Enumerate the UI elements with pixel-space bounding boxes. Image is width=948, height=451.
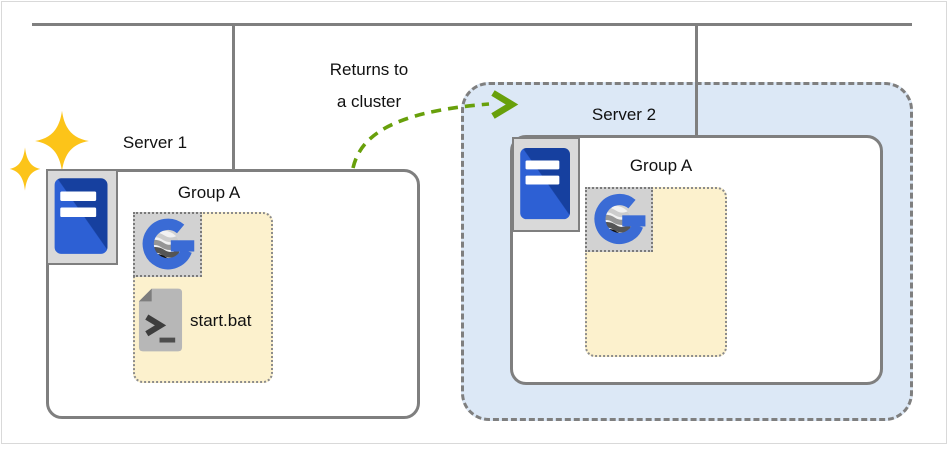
server2-group-label: Group A	[629, 156, 693, 175]
sparkle-large	[35, 110, 89, 172]
server2-connector-line	[695, 23, 698, 136]
server1-group-label: Group A	[177, 183, 241, 202]
server-slot-1	[525, 160, 560, 170]
batch-file-fold	[138, 288, 152, 302]
annotation-line1: Returns to	[329, 60, 409, 79]
network-bus-line	[32, 23, 912, 26]
g-logo-bar	[622, 215, 646, 227]
sparkle-small	[9, 147, 41, 191]
batch-file-page	[138, 288, 183, 352]
app-g-logo-icon	[133, 212, 202, 277]
server1-connector-line	[232, 23, 235, 170]
server-slot-2	[60, 207, 97, 217]
server-tower-icon	[46, 169, 118, 265]
server-tower-icon	[512, 137, 580, 232]
sparkles-icon	[8, 105, 100, 197]
server1-label: Server 1	[122, 133, 188, 152]
server-slot-2	[525, 175, 560, 185]
annotation-line2: a cluster	[336, 92, 402, 111]
g-logo-bar	[170, 240, 195, 252]
annotation-returns-to-cluster: Returns to a cluster	[289, 54, 449, 118]
server2-label: Server 2	[591, 105, 657, 124]
batch-file-label: start.bat	[190, 311, 252, 330]
batch-file-terminal-icon	[137, 287, 184, 353]
server-slot-1	[60, 191, 97, 201]
prompt-underscore	[159, 337, 176, 343]
g-logo-ring	[142, 218, 192, 270]
app-g-logo-icon	[585, 187, 653, 252]
prompt-chevron	[145, 314, 167, 337]
g-logo-ring	[594, 193, 643, 244]
